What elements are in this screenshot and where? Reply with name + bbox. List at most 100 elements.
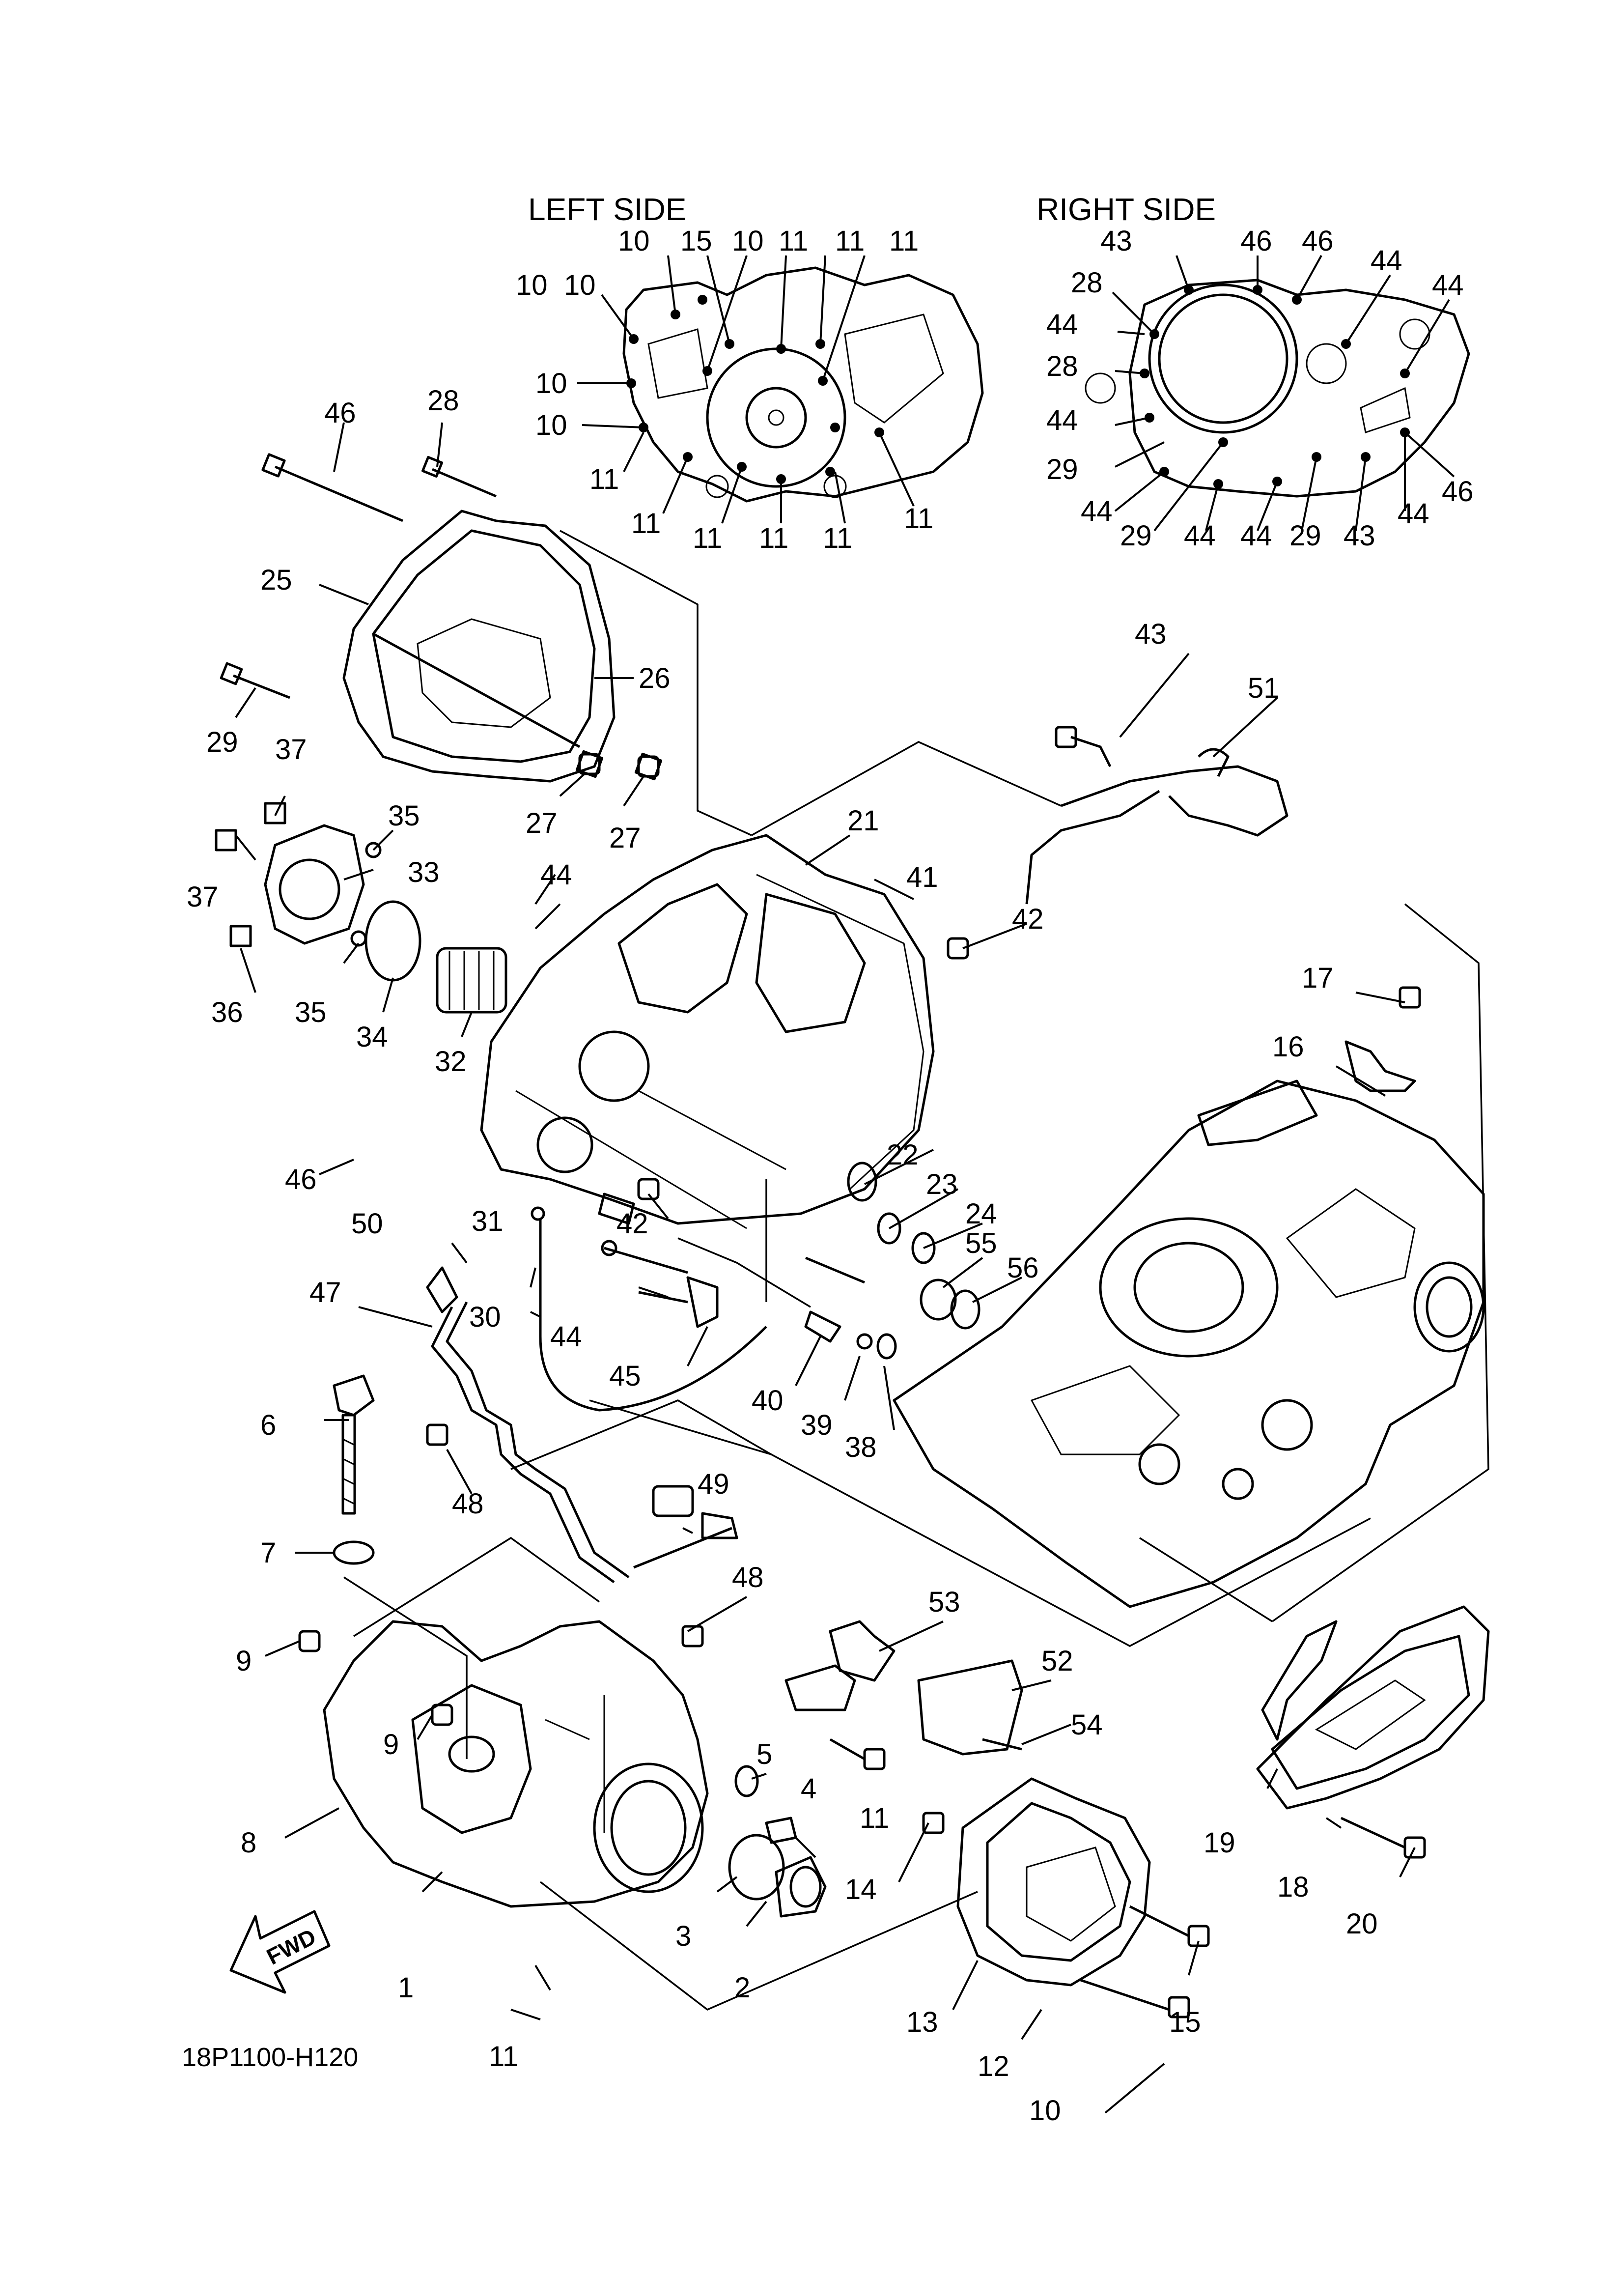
left-crank-boss: [706, 347, 846, 488]
left-callout-l3: 10: [732, 225, 764, 257]
sprocket-guard-18-19: [1256, 1605, 1490, 1859]
left-callout-l10: 10: [516, 269, 548, 301]
left-callout-l11: 11: [589, 463, 619, 495]
callout-42b: 42: [616, 1208, 648, 1240]
callout-42a: 42: [1012, 903, 1044, 935]
left-callout-l6: 11: [889, 225, 919, 257]
right-callout-r18: 46: [1442, 476, 1474, 508]
callout-34: 34: [356, 1021, 388, 1053]
oil-filter-32: [436, 947, 507, 1014]
brackets-43-51-16-17: [1025, 726, 1421, 1092]
callout-31: 31: [472, 1205, 504, 1237]
fittings-left-middle: [426, 1193, 865, 1648]
right-side-inset: 43 46 46 44 44 28 44 28 44 29 44 29 44 4…: [1046, 225, 1474, 552]
callout-46b: 46: [285, 1164, 317, 1195]
callout-18: 18: [1277, 1871, 1309, 1903]
right-callout-r17: 44: [1398, 498, 1429, 530]
fwd-label: FWD: [262, 1924, 320, 1970]
plugs-2-5: [728, 1765, 827, 1918]
right-callout-r13: 44: [1184, 520, 1216, 552]
callout-36: 36: [211, 996, 243, 1028]
right-callout-r11: 44: [1081, 495, 1113, 527]
callout-56: 56: [1007, 1252, 1039, 1284]
small-rings-22-24-55-56: [804, 1162, 980, 1360]
callout-33: 33: [408, 856, 440, 888]
callout-19: 19: [1204, 1827, 1235, 1859]
callout-27b: 27: [609, 822, 641, 854]
callout-13: 13: [906, 2006, 938, 2038]
callout-50: 50: [351, 1208, 383, 1240]
callout-41: 41: [906, 861, 938, 893]
callout-15: 15: [1169, 2006, 1201, 2038]
callout-38: 38: [845, 1431, 877, 1463]
callout-10a: 10: [1029, 2095, 1061, 2127]
right-callout-r14: 44: [1240, 520, 1272, 552]
callout-39: 39: [801, 1409, 833, 1441]
callout-1: 1: [398, 1972, 414, 2004]
callout-46a: 46: [324, 397, 356, 429]
callout-7: 7: [260, 1537, 276, 1569]
right-callout-r16: 43: [1344, 520, 1375, 552]
right-callout-r9: 44: [1046, 404, 1078, 436]
assembly-lines: [343, 530, 1489, 2011]
callout-52: 52: [1041, 1645, 1073, 1677]
left-callout-l13: 11: [693, 522, 722, 554]
guard-52-53: [784, 1620, 1023, 1770]
left-side-header: LEFT SIDE: [528, 192, 686, 227]
crankcase-cover-25-26: [342, 510, 616, 783]
left-callout-l7: 10: [618, 225, 650, 257]
callout-3: 3: [675, 1920, 691, 1952]
left-callout-l16: 11: [904, 503, 933, 535]
callout-2: 2: [734, 1972, 750, 2004]
callout-labels: 46 28 25 26 29 27 27 37 35 37 33 44 36 3…: [187, 385, 1378, 2127]
callout-55: 55: [965, 1227, 997, 1259]
callout-45: 45: [609, 1360, 641, 1392]
left-callout-l9: 10: [535, 409, 567, 441]
right-callout-r6: 28: [1071, 267, 1103, 299]
bolts-left-cover: [220, 453, 663, 781]
right-callout-r2: 46: [1240, 225, 1272, 257]
callout-6: 6: [260, 1409, 276, 1441]
left-callout-l15: 11: [823, 522, 852, 554]
clutch-cover-1: [323, 1620, 709, 1908]
callout-9b: 9: [383, 1729, 399, 1761]
left-callout-l5: 11: [835, 225, 865, 257]
left-crankcase-outline: [622, 266, 984, 503]
left-bolt-dots: [626, 295, 884, 484]
callout-35b: 35: [295, 996, 327, 1028]
callout-51: 51: [1248, 672, 1280, 704]
callout-20: 20: [1346, 1908, 1378, 1940]
callout-16: 16: [1272, 1031, 1304, 1063]
left-side-inset: 10 10 15 10 11 11 11 10 10 11 11 11 11 1…: [516, 225, 984, 554]
callout-4: 4: [801, 1773, 816, 1805]
callout-14: 14: [845, 1874, 877, 1905]
callout-37a: 37: [275, 734, 307, 766]
left-callout-l14: 11: [759, 522, 788, 554]
callout-40: 40: [752, 1385, 784, 1417]
callout-5: 5: [756, 1738, 772, 1770]
fwd-arrow: FWD: [229, 1910, 331, 1994]
crankcase-assembly: [893, 1080, 1485, 1608]
callout-37b: 37: [187, 881, 219, 913]
right-bolt-dots: [1140, 285, 1410, 489]
callout-43: 43: [1135, 618, 1167, 650]
right-callout-r10: 29: [1046, 454, 1078, 485]
right-callout-r4: 44: [1371, 245, 1402, 277]
callout-8: 8: [241, 1827, 256, 1859]
callout-49: 49: [698, 1468, 729, 1500]
callout-21: 21: [847, 805, 879, 837]
callout-29: 29: [206, 726, 238, 758]
left-leader-lines: [577, 255, 915, 524]
callout-23: 23: [926, 1168, 958, 1200]
o-ring-34: [364, 900, 421, 982]
callout-26: 26: [639, 662, 671, 694]
right-callout-r15: 29: [1289, 520, 1321, 552]
callout-28: 28: [427, 385, 459, 417]
left-callout-l2: 15: [680, 225, 712, 257]
stator-cover-12: [922, 1777, 1210, 2018]
diagram-code: 18P1100-H120: [182, 2043, 358, 2072]
right-callout-r5: 44: [1432, 269, 1464, 301]
callout-17: 17: [1302, 962, 1334, 994]
right-callout-r12: 29: [1120, 520, 1152, 552]
